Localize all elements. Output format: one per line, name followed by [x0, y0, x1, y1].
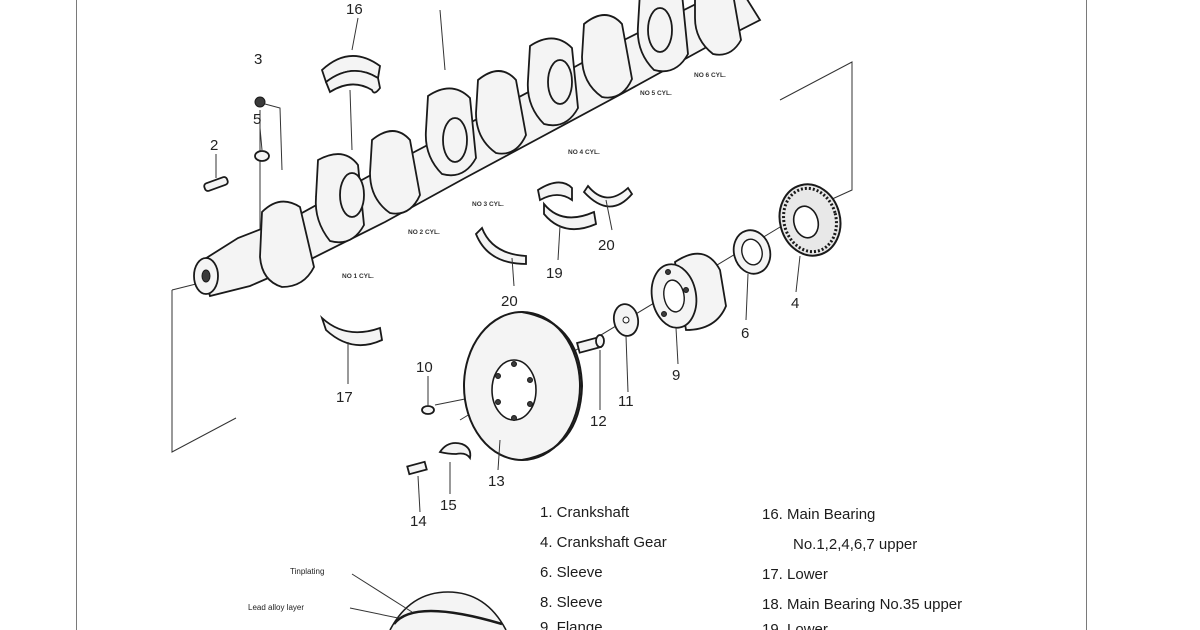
legend-item-main-bearing-35: 18. Main Bearing No.35 upper [762, 596, 963, 613]
bearing-19-part [536, 181, 598, 231]
main-bearing-lower-part [320, 314, 384, 347]
cyl-note-5: NO 5 CYL. [640, 90, 672, 97]
legend-item-sleeve-6: 6. Sleeve [540, 564, 603, 581]
pulley-washer-part [612, 303, 640, 337]
cylinder-notes: NO 6 CYL. NO 5 CYL. NO 4 CYL. NO 3 CYL. … [342, 72, 726, 280]
callout-12: 12 [590, 413, 607, 430]
thrust-washer-upper-part [582, 184, 634, 208]
callout-20-upper: 20 [598, 237, 615, 254]
bearing-section-inset: Tinplating Lead alloy layer [248, 567, 507, 630]
callout-19: 19 [546, 265, 563, 282]
callout-9: 9 [672, 367, 680, 384]
flange-part [650, 252, 727, 331]
callout-4: 4 [791, 295, 799, 312]
callout-20-lower: 20 [501, 293, 518, 310]
crankshaft-part [193, 0, 762, 298]
flywheel-bolt-part [406, 460, 428, 476]
inset-label-tinplating: Tinplating [290, 567, 324, 576]
lock-washer-part [438, 442, 472, 461]
callout-15: 15 [440, 497, 457, 514]
cyl-note-2: NO 2 CYL. [408, 229, 440, 236]
inset-label-lead-alloy: Lead alloy layer [248, 603, 304, 612]
legend-item-crankshaft: 1. Crankshaft [540, 504, 630, 521]
dowel-part [421, 405, 435, 415]
callout-10: 10 [416, 359, 433, 376]
sleeve-part [732, 229, 772, 275]
crankshaft-gear-part [778, 183, 842, 257]
cyl-note-4: NO 4 CYL. [568, 149, 600, 156]
callout-11: 11 [618, 393, 634, 410]
legend-item-main-bearing: 16. Main Bearing [762, 506, 876, 523]
pulley-bolt-part [575, 334, 605, 354]
callout-17: 17 [336, 389, 353, 406]
thrust-washer-lower-part [474, 226, 527, 265]
callout-16: 16 [346, 1, 363, 18]
cyl-note-6: NO 6 CYL. [694, 72, 726, 79]
cyl-note-3: NO 3 CYL. [472, 201, 504, 208]
key-pin-part [203, 176, 229, 192]
leader-lines [215, 17, 801, 513]
legend-item-flange: 9. Flange [540, 619, 603, 630]
callout-3: 3 [254, 51, 262, 68]
legend-item-main-bearing-upper: No.1,2,4,6,7 upper [793, 536, 918, 553]
callout-2: 2 [210, 137, 218, 154]
main-bearing-upper-part [320, 55, 381, 94]
flywheel-part [463, 311, 584, 461]
legend-item-crankshaft-gear: 4. Crankshaft Gear [540, 534, 667, 551]
callout-numbers: 16 3 5 2 20 20 19 4 6 9 11 12 10 17 13 1… [210, 1, 799, 530]
callout-13: 13 [488, 473, 505, 490]
legend-item-sleeve-8: 8. Sleeve [540, 594, 603, 611]
callout-5: 5 [253, 111, 261, 128]
callout-6: 6 [741, 325, 749, 342]
callout-14: 14 [410, 513, 427, 530]
washer-part [254, 150, 270, 162]
plug-part [254, 96, 283, 171]
legend-item-lower-19: 19. Lower [762, 621, 828, 630]
cyl-note-1: NO 1 CYL. [342, 273, 374, 280]
legend-item-lower-17: 17. Lower [762, 566, 828, 583]
